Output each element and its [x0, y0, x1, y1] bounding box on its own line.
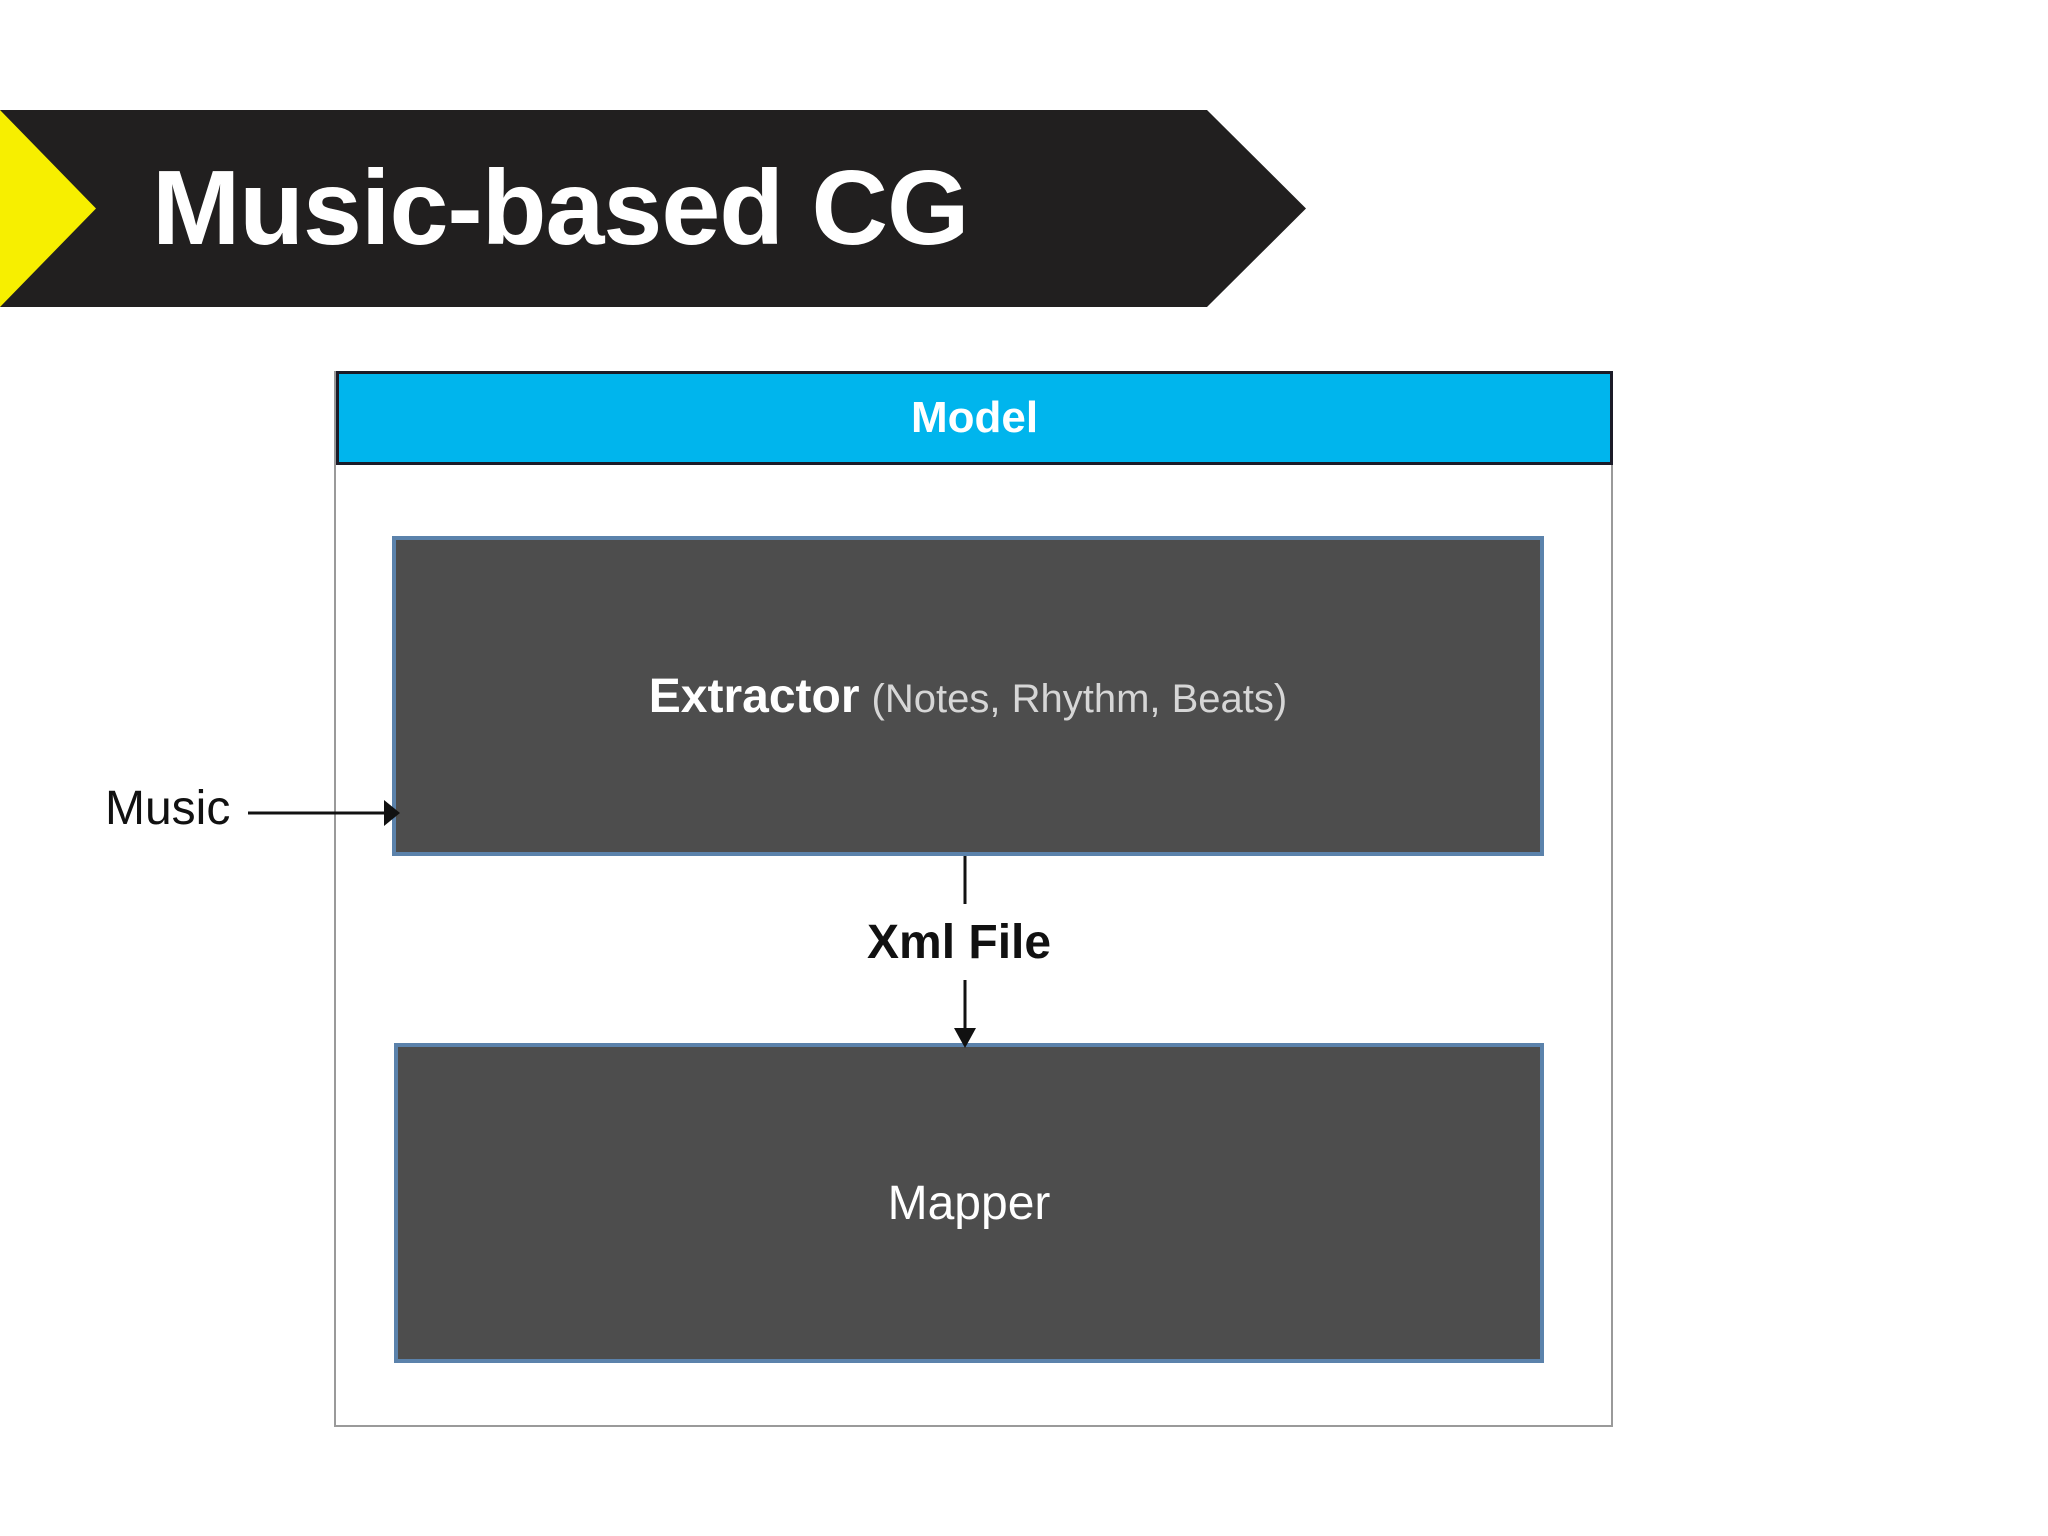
page-title: Music-based CG	[152, 149, 970, 267]
extractor-label-row: Extractor (Notes, Rhythm, Beats)	[649, 669, 1287, 724]
banner-accent-chevron-icon	[0, 110, 96, 307]
xml-file-connector-arrow-icon	[954, 980, 976, 1048]
xml-file-connector-upper-line	[963, 856, 967, 904]
mapper-block: Mapper	[394, 1043, 1544, 1363]
mapper-label-row: Mapper	[888, 1176, 1051, 1231]
mapper-title: Mapper	[887, 1176, 1051, 1230]
banner-shape	[0, 110, 1306, 307]
model-header-bar: Model	[336, 371, 1613, 465]
xml-file-label: Xml File	[867, 916, 1052, 969]
extractor-title: Extractor	[648, 669, 860, 723]
banner-body-shape	[0, 110, 1306, 307]
music-input-arrow-icon	[248, 800, 400, 826]
title-banner: Music-based CG	[0, 110, 1306, 307]
music-input-label: Music	[105, 782, 231, 835]
extractor-block: Extractor (Notes, Rhythm, Beats)	[392, 536, 1544, 856]
extractor-subtitle: (Notes, Rhythm, Beats)	[871, 676, 1288, 721]
model-header-label: Model	[910, 393, 1039, 442]
